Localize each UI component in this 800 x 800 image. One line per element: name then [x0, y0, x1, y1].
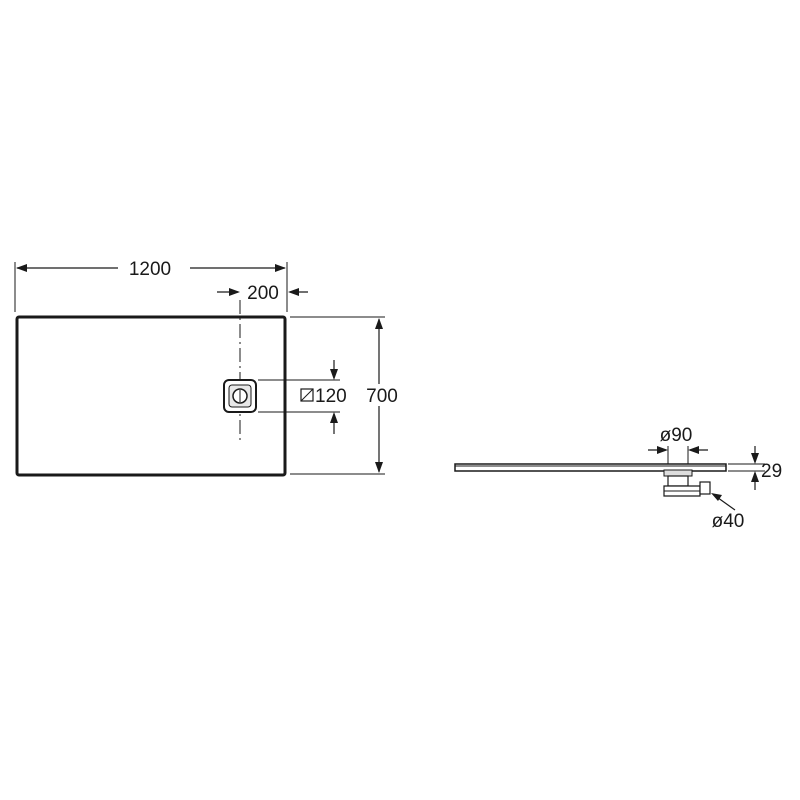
outlet-arrow-left	[657, 446, 668, 454]
length-arrow-left	[16, 264, 27, 272]
drain-size-label: 120	[315, 386, 347, 407]
width-arrow-top	[375, 318, 383, 329]
height-arrow-bottom	[751, 471, 759, 482]
length-label: 1200	[129, 259, 171, 280]
shower-tray-outline	[15, 315, 287, 477]
drain-size-arrow-bottom	[330, 412, 338, 423]
waste-arrow	[711, 493, 722, 501]
offset-arrow-left	[229, 288, 240, 296]
outlet-diameter-label: ø90	[660, 425, 693, 446]
waste-diameter-dimension: ø40	[711, 493, 744, 532]
outlet-diameter-dimension: ø90	[648, 425, 708, 464]
drain	[223, 379, 257, 413]
drain-offset-label: 200	[247, 283, 279, 304]
square-size-icon	[300, 388, 314, 402]
height-label: 29	[761, 461, 782, 482]
plan-view: 1200 200	[14, 259, 402, 477]
width-label: 700	[366, 386, 398, 407]
offset-arrow-right	[288, 288, 299, 296]
drain-offset-dimension: 200	[217, 283, 308, 304]
drain-size-dimension: 120	[258, 360, 347, 434]
waste-diameter-label: ø40	[712, 511, 745, 532]
width-dimension: 700	[290, 316, 402, 475]
height-dimension: 29	[728, 446, 782, 490]
side-view: ø90 ø40 29	[454, 425, 782, 532]
length-dimension: 1200	[16, 259, 286, 280]
width-arrow-bottom	[375, 462, 383, 473]
height-arrow-top	[751, 453, 759, 464]
outlet-arrow-right	[688, 446, 699, 454]
drain-size-arrow-top	[330, 369, 338, 380]
drain-body	[663, 469, 711, 497]
length-arrow-right	[275, 264, 286, 272]
